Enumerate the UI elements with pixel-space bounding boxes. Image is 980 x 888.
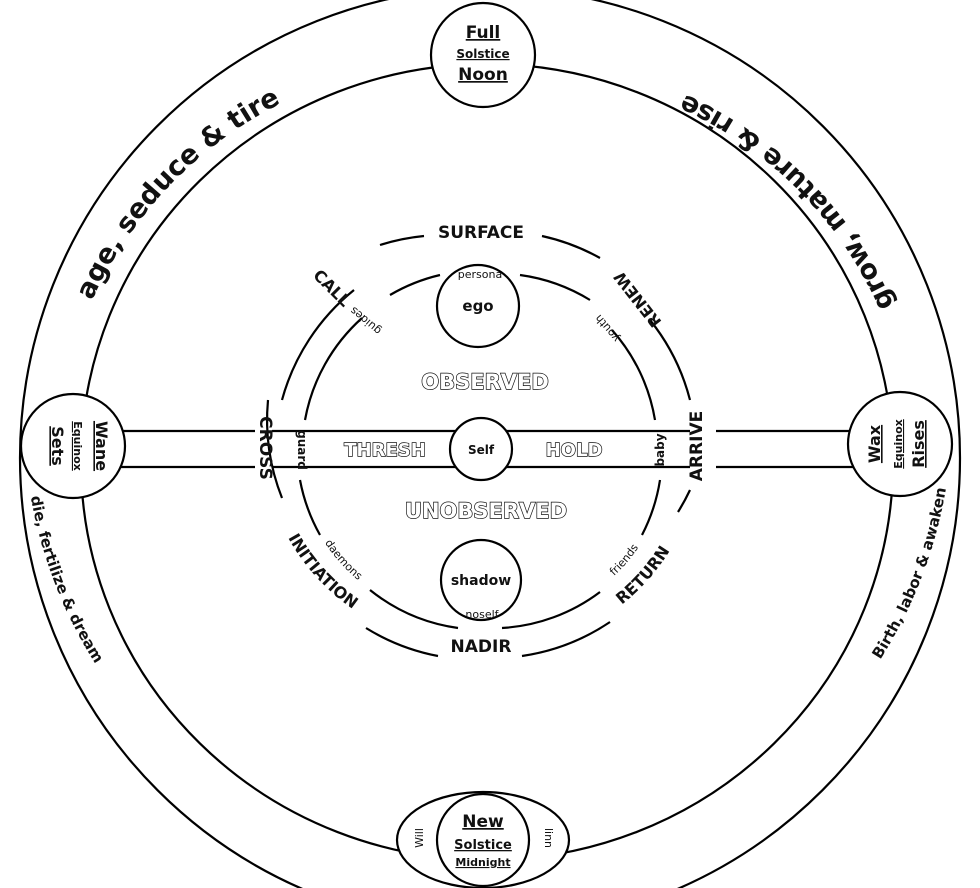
figure-guides: guides	[347, 304, 384, 338]
self-node[interactable]: Self	[448, 416, 514, 482]
node-wane-title: Wane	[92, 421, 111, 471]
station-nadir: NADIR	[451, 637, 512, 657]
persona-label: persona	[458, 268, 502, 281]
thresh-label: THRESH	[344, 440, 426, 461]
node-full-time: Noon	[458, 65, 508, 85]
node-wane-sub: Equinox	[71, 421, 84, 470]
node-new-sub: Solstice	[454, 838, 512, 853]
station-cross: CROSS	[255, 416, 275, 480]
inner-ring	[266, 234, 692, 658]
hold-label: HOLD	[546, 440, 603, 461]
observed-label: OBSERVED	[421, 370, 549, 394]
node-wax-sub: Equinox	[892, 419, 905, 468]
self-label: Self	[468, 443, 495, 457]
node-full-title: Full	[466, 23, 501, 43]
node-new[interactable]: New Solstice Midnight Will linn	[395, 790, 571, 888]
node-new-title: New	[462, 812, 504, 832]
node-new-right: linn	[542, 828, 555, 848]
second-ring	[298, 273, 662, 630]
unobserved-label: UNOBSERVED	[405, 499, 567, 523]
node-full[interactable]: Full Solstice Noon	[429, 1, 537, 109]
phrase-top-right: grow, mature & rise	[675, 88, 901, 315]
station-renew: RENEW	[610, 268, 665, 331]
node-new-time: Midnight	[455, 856, 510, 869]
figure-baby: baby	[653, 433, 667, 466]
node-wane-time: Sets	[48, 426, 67, 466]
station-surface: SURFACE	[438, 223, 524, 243]
node-wax-time: Rises	[909, 420, 928, 468]
noself-label: noself	[465, 608, 499, 621]
shadow-node[interactable]: shadow	[439, 538, 523, 622]
station-arrive: ARRIVE	[687, 411, 707, 481]
shadow-label: shadow	[451, 573, 511, 589]
figure-guard: guard	[295, 430, 309, 470]
outer-circle	[19, 0, 961, 888]
phrase-bottom-right: Birth, labor & awaken	[868, 486, 950, 662]
ego-node[interactable]: ego	[435, 263, 521, 349]
figure-youth: youth	[592, 312, 622, 345]
phrase-bottom-left: die, fertilize & dream	[27, 494, 107, 666]
station-call: CALL	[309, 266, 354, 311]
node-wane[interactable]: Wane Equinox Sets	[19, 392, 127, 500]
node-new-left: Will	[413, 828, 426, 848]
station-return: RETURN	[612, 542, 673, 608]
node-wax-title: Wax	[865, 424, 884, 463]
ego-label: ego	[462, 297, 493, 315]
node-full-sub: Solstice	[456, 47, 509, 61]
node-wax[interactable]: Wax Equinox Rises	[846, 390, 954, 498]
